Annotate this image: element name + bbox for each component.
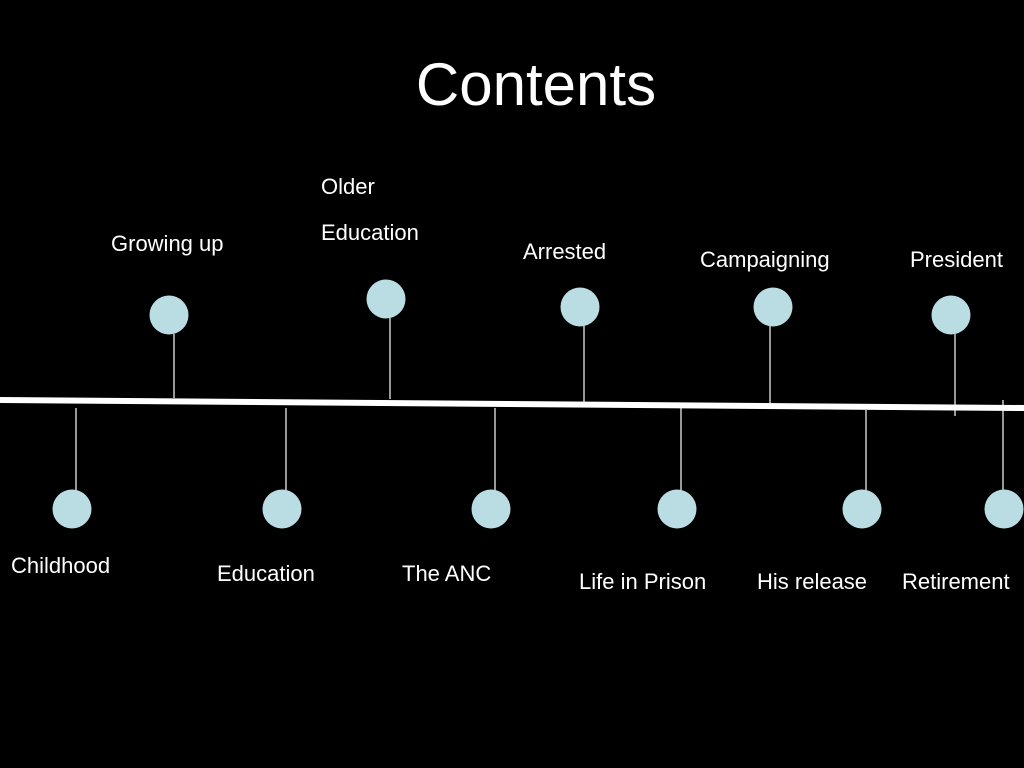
label-arrested: Arrested bbox=[523, 239, 607, 264]
label-campaigning: Campaigning bbox=[700, 247, 830, 272]
node-life-in-prison bbox=[657, 489, 697, 529]
node-president bbox=[931, 295, 971, 335]
label-retirement: Retirement bbox=[902, 569, 1010, 594]
timeline-axis bbox=[0, 397, 1024, 411]
label-president: President bbox=[910, 247, 1003, 272]
node-growing-up bbox=[149, 295, 189, 335]
label-the-anc: The ANC bbox=[402, 561, 492, 586]
node-childhood bbox=[52, 489, 92, 529]
node-the-anc bbox=[471, 489, 511, 529]
label-growing-up: Growing up bbox=[111, 231, 224, 256]
node-older-education bbox=[366, 279, 406, 319]
label-life-in-prison: Life in Prison bbox=[579, 569, 707, 594]
node-retirement bbox=[984, 489, 1024, 529]
slide-title: Contents bbox=[415, 51, 657, 118]
label-education: Education bbox=[217, 561, 315, 586]
node-arrested bbox=[560, 287, 600, 327]
node-his-release bbox=[842, 489, 882, 529]
node-education bbox=[262, 489, 302, 529]
label-older-education: Older Education bbox=[321, 174, 419, 245]
label-his-release: His release bbox=[757, 569, 868, 594]
label-childhood: Childhood bbox=[11, 553, 111, 578]
node-campaigning bbox=[753, 287, 793, 327]
